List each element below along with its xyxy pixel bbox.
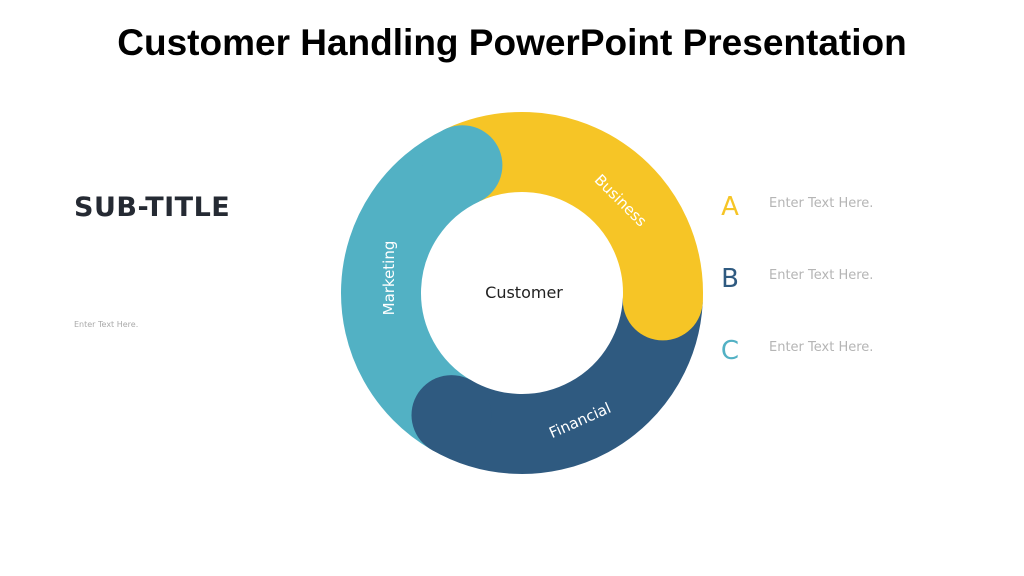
slide-title: Customer Handling PowerPoint Presentatio… [117, 22, 907, 63]
segment-cap-financial [411, 375, 492, 456]
item-text: Enter Text Here. [769, 268, 874, 283]
item-text: Enter Text Here. [769, 196, 874, 211]
subtitle-text: Enter Text Here. [74, 320, 139, 329]
item-letter: C [720, 336, 740, 366]
segment-business [445, 112, 703, 303]
item-b: B Enter Text Here. [716, 264, 1016, 304]
item-letter: B [721, 264, 739, 294]
segment-cap-business [622, 260, 703, 341]
segment-label-marketing: Marketing [380, 241, 398, 316]
subtitle: SUB-TITLE [74, 192, 231, 223]
segment-cap-marketing [422, 125, 503, 206]
item-letter: A [721, 192, 739, 222]
item-a: A Enter Text Here. [716, 192, 1016, 232]
segment-financial [431, 297, 703, 474]
item-c: C Enter Text Here. [716, 336, 1016, 376]
item-text: Enter Text Here. [769, 340, 874, 355]
segment-marketing [341, 128, 481, 450]
center-label: Customer [485, 283, 563, 302]
